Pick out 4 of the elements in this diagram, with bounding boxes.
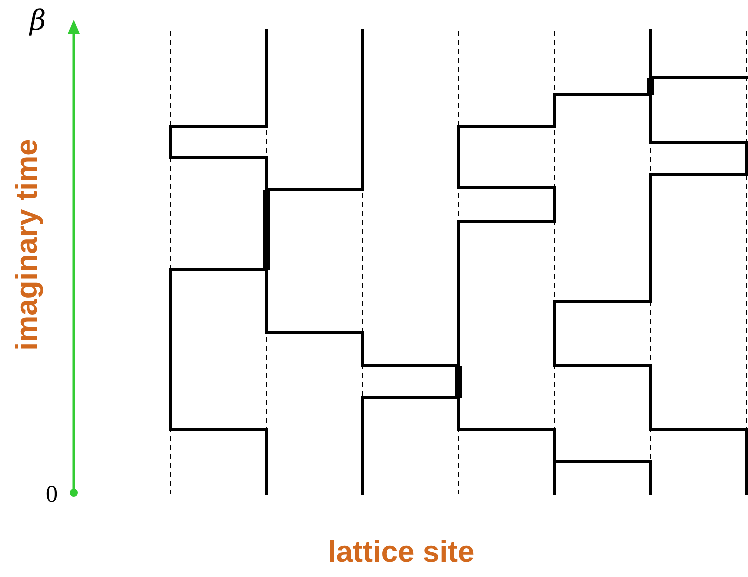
axis-title: lattice site — [328, 536, 475, 570]
axis-end-label: β — [30, 4, 46, 37]
axis-origin-label: 0 — [46, 482, 58, 509]
axis-title: imaginary time — [11, 139, 45, 351]
